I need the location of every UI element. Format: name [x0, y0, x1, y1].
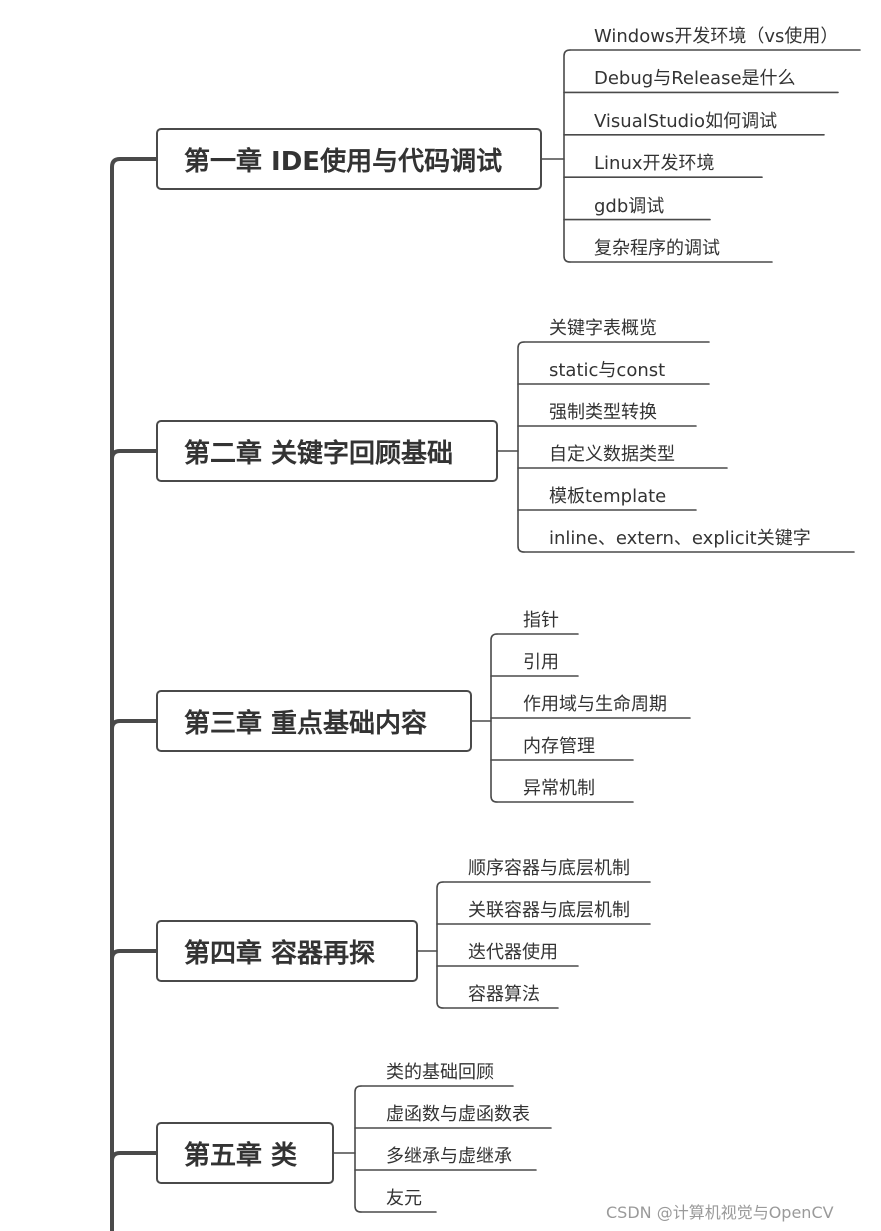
chapter-5-node[interactable]: 第五章 类	[156, 1122, 334, 1184]
root-spine	[110, 157, 158, 1231]
chapter-3-item-1[interactable]: 指针	[523, 610, 559, 631]
chapter-5-item-2[interactable]: 虚函数与虚函数表	[386, 1104, 530, 1125]
chapter-4-bracket	[436, 881, 444, 1009]
chapter-1-item-4[interactable]: Linux开发环境	[594, 153, 715, 175]
chapter-5-item-1[interactable]: 类的基础回顾	[386, 1062, 494, 1083]
chapter-1-item-6[interactable]: 复杂程序的调试	[594, 238, 720, 259]
watermark: CSDN @计算机视觉与OpenCV	[606, 1203, 834, 1222]
chapter-3-item-3[interactable]: 作用域与生命周期	[523, 694, 667, 715]
root-branch-3	[110, 719, 158, 731]
chapter-2-item-3[interactable]: 强制类型转换	[549, 402, 657, 423]
chapter-5-item-3[interactable]: 多继承与虚继承	[386, 1146, 512, 1167]
chapter-3-item-5[interactable]: 异常机制	[523, 778, 595, 799]
root-branch-4	[110, 949, 158, 961]
root-branch-2	[110, 449, 158, 461]
chapter-4-item-1[interactable]: 顺序容器与底层机制	[468, 858, 630, 879]
chapter-4-node[interactable]: 第四章 容器再探	[156, 920, 418, 982]
chapter-2-item-2[interactable]: static与const	[549, 360, 666, 381]
chapter-2-bracket	[517, 341, 525, 553]
chapter-5-item-4[interactable]: 友元	[386, 1188, 422, 1209]
chapter-4-item-2[interactable]: 关联容器与底层机制	[468, 900, 630, 921]
chapter-1-title: 第一章 IDE使用与代码调试	[184, 146, 503, 177]
chapter-1-bracket	[563, 49, 571, 263]
chapter-1-node[interactable]: 第一章 IDE使用与代码调试	[156, 128, 542, 190]
chapter-3-node[interactable]: 第三章 重点基础内容	[156, 690, 472, 752]
chapter-5-title: 第五章 类	[184, 1140, 298, 1171]
chapter-4-item-4[interactable]: 容器算法	[468, 984, 540, 1005]
chapter-4-item-3[interactable]: 迭代器使用	[468, 942, 558, 963]
chapter-2-item-1[interactable]: 关键字表概览	[549, 318, 657, 339]
chapter-1-item-3[interactable]: VisualStudio如何调试	[594, 110, 778, 132]
chapter-2-item-4[interactable]: 自定义数据类型	[549, 444, 675, 465]
root-branch-5	[110, 1151, 158, 1163]
chapter-2-title: 第二章 关键字回顾基础	[184, 438, 454, 469]
chapter-3-item-2[interactable]: 引用	[523, 652, 559, 673]
chapter-3-title: 第三章 重点基础内容	[184, 708, 428, 739]
chapter-5-bracket	[354, 1085, 362, 1213]
chapter-2-node[interactable]: 第二章 关键字回顾基础	[156, 420, 498, 482]
chapter-3-item-4[interactable]: 内存管理	[523, 736, 595, 757]
chapter-1-item-2[interactable]: Debug与Release是什么	[594, 68, 796, 90]
chapter-2-item-6[interactable]: inline、extern、explicit关键字	[549, 528, 811, 549]
chapter-4-title: 第四章 容器再探	[184, 938, 376, 969]
chapter-1-item-5[interactable]: gdb调试	[594, 195, 665, 217]
chapter-1-item-1[interactable]: Windows开发环境（vs使用）	[594, 26, 839, 47]
chapter-2-item-5[interactable]: 模板template	[549, 486, 667, 507]
